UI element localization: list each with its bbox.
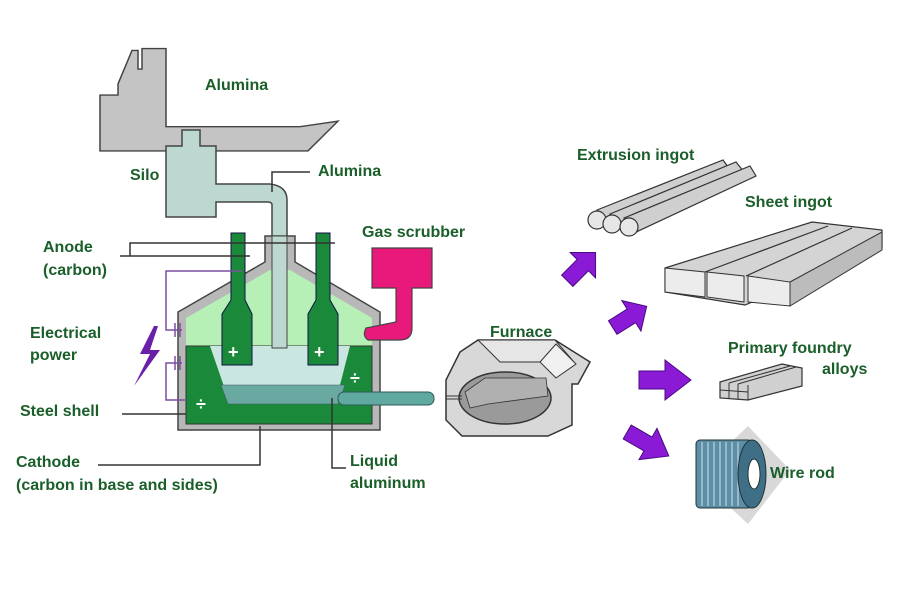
label-extrusion: Extrusion ingot [577, 147, 695, 164]
label-wire: Wire rod [770, 465, 835, 482]
label-silo: Silo [130, 167, 160, 184]
alumina-feed-tube [271, 235, 288, 349]
leader-anode-2 [129, 242, 335, 256]
tap-pipe [337, 391, 435, 406]
liquid-aluminum-pool [220, 384, 346, 405]
label-liquid-1: Liquid [350, 453, 398, 470]
label-anode-1: Anode [43, 239, 93, 256]
label-alumina-feed: Alumina [318, 163, 381, 180]
label-furnace: Furnace [490, 324, 552, 341]
leader-alumina-feed [271, 171, 310, 192]
furnace [445, 339, 591, 437]
cathode-minus-right: ÷ [350, 368, 360, 388]
extrusion-ingot [587, 159, 757, 237]
label-steel-shell: Steel shell [20, 403, 99, 420]
label-foundry-1: Primary foundry [728, 340, 852, 357]
label-anode-2: (carbon) [43, 262, 107, 279]
cathode-minus-left: ÷ [196, 394, 206, 414]
anode-left-plus: + [228, 342, 239, 362]
lightning-icon [134, 326, 160, 386]
label-electrical-1: Electrical [30, 325, 101, 342]
label-cathode-2: (carbon in base and sides) [16, 477, 218, 494]
sheet-ingot [664, 221, 883, 307]
alumina-ship [99, 47, 341, 152]
arrow-to-wire [622, 424, 670, 461]
anode-right [307, 232, 339, 366]
arrow-to-sheet [607, 299, 648, 336]
leader-cathode [98, 426, 261, 466]
label-alumina-ship: Alumina [205, 77, 268, 94]
label-electrical-2: power [30, 347, 77, 364]
leader-liquid-aluminum [331, 398, 346, 469]
label-sheet: Sheet ingot [745, 194, 833, 211]
label-foundry-2: alloys [822, 361, 867, 378]
gas-scrubber [363, 247, 433, 341]
arrow-to-foundry [638, 358, 692, 402]
anode-right-plus: + [314, 342, 325, 362]
wire-rod [695, 426, 790, 524]
arrow-to-extrusion [560, 251, 597, 288]
label-gas-scrubber: Gas scrubber [362, 224, 465, 241]
label-liquid-2: aluminum [350, 475, 426, 492]
label-cathode-1: Cathode [16, 454, 80, 471]
wire-anode [165, 270, 242, 331]
wire-cathode [165, 362, 185, 401]
foundry-alloys [719, 363, 803, 401]
